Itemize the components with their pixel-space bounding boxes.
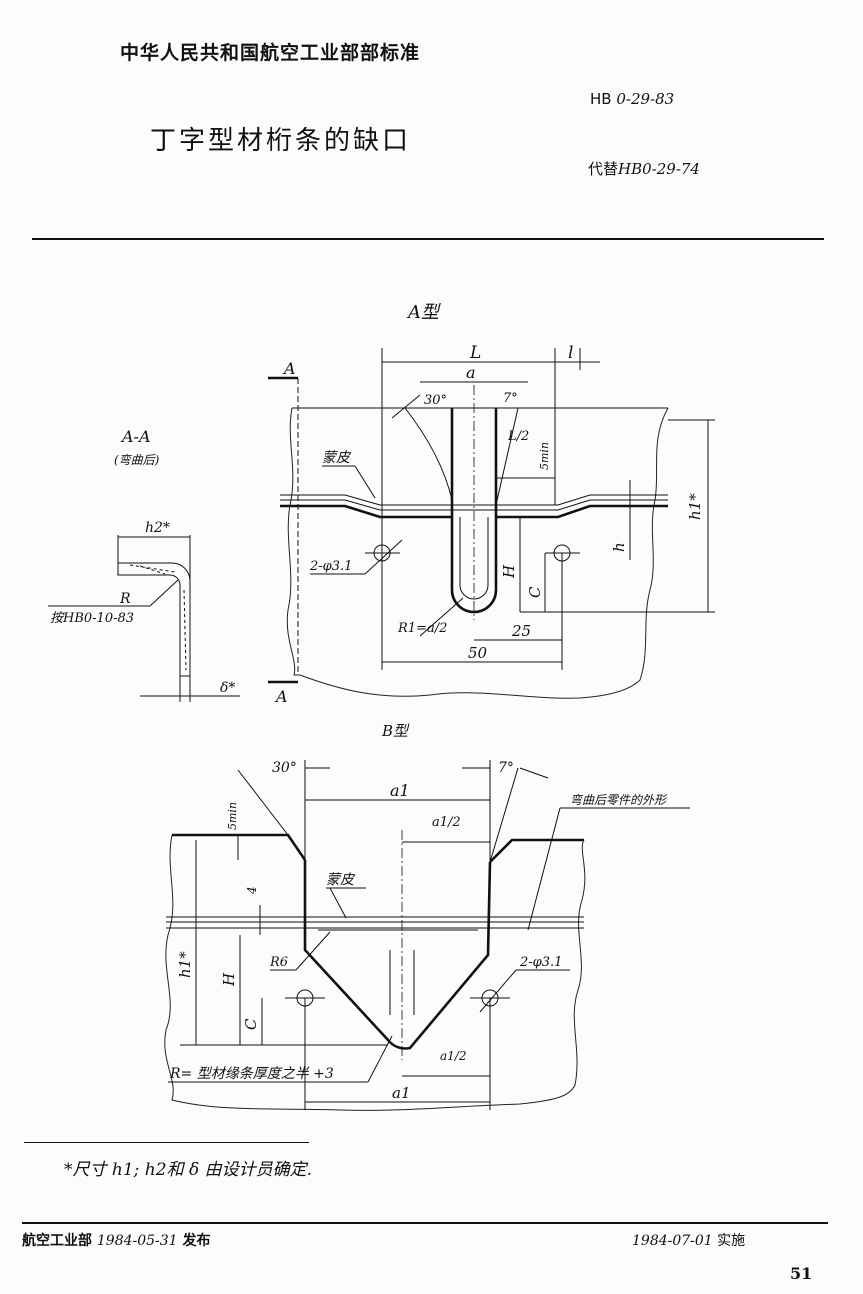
replaces-code: HB0-29-74 (618, 160, 700, 178)
type-b-stringer-web (318, 929, 478, 1015)
type-b-outline-note: 弯曲后零件的外形 (570, 793, 668, 807)
type-a-angle-7: 7° (503, 391, 518, 406)
type-b-7-arrow-r (519, 767, 549, 779)
type-a-7deg-line (495, 407, 519, 506)
type-a-R1-leader (419, 597, 464, 637)
type-a-l: l (568, 343, 573, 363)
type-a-half-L: L/2 (507, 429, 529, 444)
header-rule (32, 238, 824, 240)
type-b-H: H (220, 972, 238, 987)
type-b-C: C (242, 1018, 260, 1030)
section-R-leader (149, 579, 179, 607)
issue-date: 1984-05-31 (96, 1233, 178, 1249)
section-note: (弯曲后) (114, 453, 160, 467)
type-a-holes: 2-φ3.1 (309, 559, 352, 574)
type-a-section-mark-top: A (282, 359, 296, 378)
type-b-30deg-line (237, 769, 289, 836)
type-b-label: B型 (381, 722, 410, 740)
section-delta: δ* (220, 680, 235, 696)
type-a-5min: 5min (538, 442, 551, 470)
type-b-a1-bottom: a1 (392, 1084, 411, 1102)
type-a-break-outline (286, 407, 669, 699)
type-b-angle-30: 30° (272, 760, 297, 776)
footnote-rule (24, 1142, 309, 1143)
page-number: 51 (790, 1264, 813, 1283)
type-a-skin-label: 蒙皮 (322, 450, 352, 466)
type-a-R1: R1=a/2 (397, 621, 447, 636)
standard-code: 0-29-83 (616, 90, 675, 108)
replaces-standard: 代替HB0-29-74 (588, 158, 700, 179)
type-b-notch (303, 860, 492, 1050)
type-a-C: C (526, 586, 544, 598)
type-b-R-formula: R= 型材缘条厚度之半 +3 (169, 1066, 334, 1082)
type-a-drawing: A型 L l a 30° 7° L/ (48, 302, 715, 706)
type-a-30-leader (391, 394, 421, 419)
type-a-h: h (610, 542, 628, 552)
type-a-holes-leader (364, 539, 403, 575)
standard-prefix: HB (590, 90, 612, 108)
section-R: R (119, 591, 131, 607)
type-b-holes: 2-φ3.1 (519, 955, 562, 970)
issuer: 航空工业部 (22, 1233, 92, 1249)
type-b-R6: R6 (269, 955, 288, 970)
type-b-flange-right (489, 838, 584, 863)
type-b-holes-leader (479, 969, 517, 1013)
effective-date: 1984-07-01 (632, 1233, 713, 1249)
type-a-skin-mid (280, 499, 668, 511)
type-a-angle-30: 30° (424, 393, 447, 408)
type-b-R-leader (367, 1035, 393, 1083)
type-b-four: 4 (245, 886, 259, 895)
type-a-30deg-line (404, 407, 453, 501)
type-b-break-outline (164, 834, 586, 1111)
issue-info: 航空工业部 1984-05-31 发布 (22, 1230, 210, 1250)
type-a-L: L (469, 343, 481, 363)
type-a-slot (450, 408, 498, 614)
type-b-7deg-line (489, 767, 519, 863)
type-a-skin-top (280, 494, 668, 506)
type-b-h1: h1* (176, 951, 194, 978)
type-b-outline-leader (527, 807, 561, 931)
standard-title: 中华人民共和国航空工业部部标准 (120, 42, 421, 64)
type-b-a1: a1 (390, 781, 410, 800)
type-a-label: A型 (406, 302, 441, 323)
type-a-stringer-web (459, 517, 489, 600)
type-b-5min: 5min (226, 802, 239, 830)
type-a-skin-leader (354, 465, 376, 499)
type-b-half-a1: a1/2 (432, 815, 461, 830)
type-b-drawing: B型 30° 7° a1 a1/2 5min 弯曲后零件的外形 (164, 722, 690, 1111)
standard-number: HB 0-29-83 (590, 90, 674, 108)
issue-word: 发布 (182, 1233, 211, 1249)
effective-info: 1984-07-01 实施 (632, 1230, 745, 1250)
type-b-skin-leader (329, 887, 347, 919)
type-a-H: H (500, 564, 518, 579)
document-title: 丁字型材桁条的缺口 (150, 126, 412, 156)
footnote: *尺寸 h1; h2和 δ 由设计员确定. (64, 1160, 313, 1180)
section-R-ref: 按HB0-10-83 (50, 611, 134, 626)
section-title: A-A (120, 427, 151, 446)
replaces-prefix: 代替 (588, 160, 619, 178)
effective-word: 实施 (717, 1233, 746, 1249)
footer-rule (22, 1222, 828, 1224)
type-a-a: a (466, 363, 476, 382)
type-a-50: 50 (468, 644, 488, 662)
type-b-half-a1-bottom: a1/2 (440, 1049, 466, 1063)
type-a-25: 25 (511, 622, 531, 640)
type-a-h1: h1* (686, 493, 704, 520)
section-h2: h2* (145, 520, 170, 536)
type-a-flange-edge (280, 504, 668, 519)
section-hatch (129, 564, 187, 671)
type-b-angle-7: 7° (498, 760, 514, 776)
type-b-R6-leader (295, 931, 331, 971)
type-b-skin-label: 蒙皮 (326, 872, 356, 888)
type-a-section-mark-bot: A (274, 687, 288, 706)
